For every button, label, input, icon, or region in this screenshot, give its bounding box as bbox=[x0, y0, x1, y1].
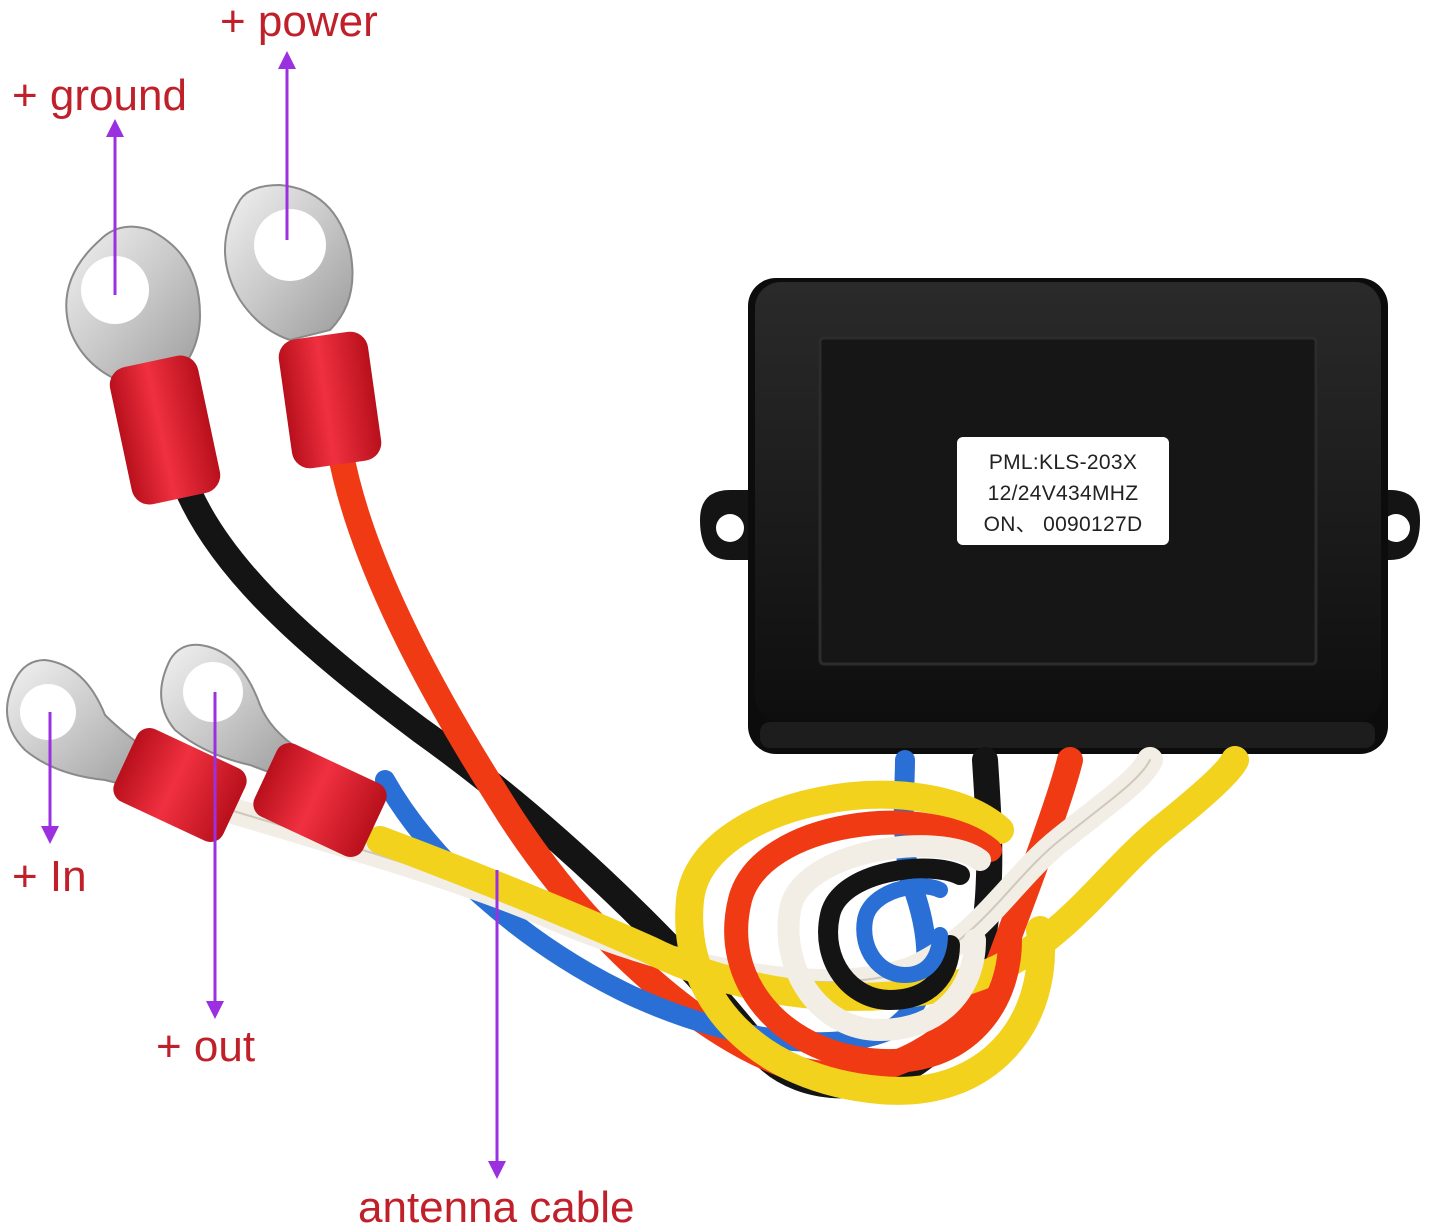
left-mount-hole bbox=[716, 514, 744, 542]
yellow-loop bbox=[675, 780, 1056, 1105]
terminal-ground bbox=[65, 225, 221, 505]
terminal-out bbox=[160, 643, 387, 858]
callout-in: + In bbox=[12, 852, 87, 901]
wire-harness bbox=[167, 437, 1249, 1105]
sticker-model: PML:KLS-203X bbox=[988, 451, 1138, 474]
callout-power: + power bbox=[220, 0, 378, 46]
sticker-spec: 12/24V434MHZ bbox=[987, 482, 1139, 505]
callout-antenna-cable: antenna cable bbox=[358, 1183, 635, 1228]
white-loop bbox=[777, 835, 991, 1042]
right-mount-hole bbox=[1382, 514, 1410, 542]
callout-arrows bbox=[41, 51, 506, 1179]
callout-out: + out bbox=[156, 1022, 256, 1071]
blue-loop bbox=[856, 878, 948, 984]
module-seam bbox=[760, 722, 1375, 748]
terminal-in bbox=[6, 658, 247, 843]
black-loop bbox=[818, 858, 970, 1011]
callout-ground: + ground bbox=[12, 71, 187, 120]
sticker-serial: ON、 0090127D bbox=[983, 513, 1143, 536]
module-label-sticker: PML:KLS-203X 12/24V434MHZ ON、 0090127D bbox=[957, 437, 1169, 545]
red-loop bbox=[724, 810, 1022, 1074]
terminal-power bbox=[224, 183, 382, 469]
